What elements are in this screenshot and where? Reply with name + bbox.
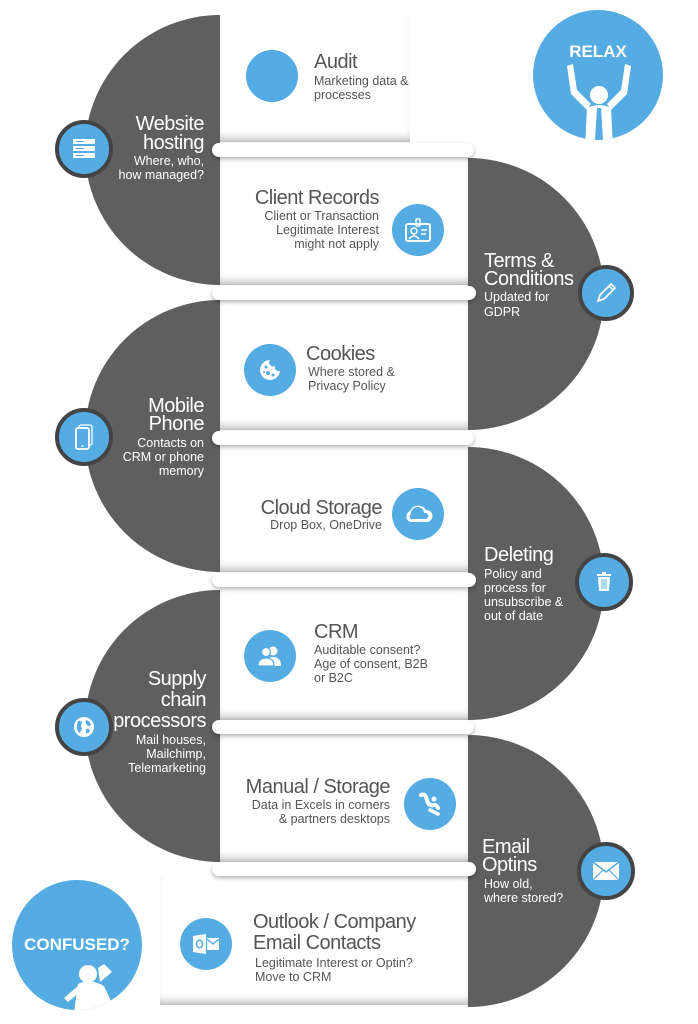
client-records-title: Client Records <box>254 187 380 209</box>
mobile-phone-title-2: Phone <box>148 413 205 435</box>
mobile-phone-title-1: Mobile <box>148 395 204 417</box>
supply-chain-title-2: chain <box>160 689 207 711</box>
terms-line-1: Updated for <box>484 290 550 304</box>
audit-title: Audit <box>314 51 358 73</box>
website-hosting-line-2: how managed? <box>118 168 204 182</box>
manual-storage-title: Manual / Storage <box>245 776 391 798</box>
cookies-line-2: Privacy Policy <box>308 379 386 393</box>
server-icon <box>73 139 95 158</box>
terms-title-2: Conditions <box>484 268 574 290</box>
relax-badge: RELAX <box>533 10 663 140</box>
deleting-line-2: process for <box>484 581 546 595</box>
cookies-icon-circle <box>244 344 296 396</box>
outlook-icon <box>193 934 220 954</box>
outlook-title-1: Outlook / Company <box>253 911 416 933</box>
manual-storage-line-2: & partners desktops <box>278 812 390 826</box>
mobile-phone-line-2: CRM or phone <box>122 450 204 464</box>
mobile-phone-line-3: memory <box>158 464 204 478</box>
deleting-line-3: unsubscribe & <box>484 595 564 609</box>
deleting-line-4: out of date <box>484 609 544 623</box>
crm-line-3: or B2C <box>314 671 353 685</box>
website-hosting-line-1: Where, who, <box>133 154 204 168</box>
id-badge-icon <box>405 218 431 242</box>
outlook-icon-circle <box>180 918 232 970</box>
connector-6 <box>212 862 476 876</box>
website-hosting-title-2: hosting <box>143 132 205 154</box>
manual-storage-icon-circle <box>404 778 456 830</box>
connector-3 <box>212 431 474 445</box>
confused-person-icon <box>64 964 116 1010</box>
email-optins-icon-circle <box>577 842 635 900</box>
chairs-icon <box>419 792 440 816</box>
website-hosting-icon-circle <box>55 120 113 178</box>
outlook-line-2: Move to CRM <box>255 970 332 984</box>
audit-line-1: Marketing data & <box>314 74 409 88</box>
cookie-icon <box>260 360 280 380</box>
email-optins-title-2: Optins <box>482 854 537 876</box>
audit-icon-circle <box>246 50 298 102</box>
supply-chain-icon-circle <box>55 698 113 756</box>
mobile-phone-line-1: Contacts on <box>137 436 204 450</box>
trash-icon <box>597 572 611 591</box>
deleting-line-1: Policy and <box>484 567 542 581</box>
deleting-title: Deleting <box>484 544 554 566</box>
confused-label: CONFUSED? <box>24 935 130 954</box>
audit-line-2: processes <box>314 88 371 102</box>
globe-icon <box>74 717 94 737</box>
mobile-phone-icon <box>75 424 93 450</box>
confused-badge: CONFUSED? <box>12 880 142 1010</box>
connector-4 <box>212 573 476 587</box>
supply-chain-line-1: Mail houses, <box>135 733 206 747</box>
email-optins-line-2: where stored? <box>484 891 564 905</box>
terms-line-2: GDPR <box>484 305 521 319</box>
client-records-line-1: Client or Transaction <box>264 209 379 223</box>
envelope-icon <box>592 861 620 881</box>
crm-title: CRM <box>314 621 359 643</box>
cloud-icon <box>406 505 433 522</box>
outlook-line-1: Legitimate Interest or Optin? <box>255 956 413 970</box>
supply-chain-title-1: Supply <box>147 668 207 690</box>
client-records-icon-circle <box>392 204 444 256</box>
deleting-icon-circle <box>575 553 633 611</box>
cloud-storage-line-1: Drop Box, OneDrive <box>270 518 382 532</box>
supply-chain-title-3: processors <box>113 710 206 732</box>
website-hosting-title-1: Website <box>135 113 205 135</box>
connector-1 <box>212 143 474 157</box>
client-records-line-2: Legitimate Interest <box>276 223 379 237</box>
supply-chain-line-2: Mailchimp, <box>146 747 206 761</box>
client-records-line-3: might not apply <box>294 237 379 251</box>
supply-chain-line-3: Telemarketing <box>128 761 206 775</box>
terms-title-1: Terms & <box>484 250 554 272</box>
manual-storage-line-1: Data in Excels in corners <box>251 798 390 812</box>
users-icon <box>257 646 281 667</box>
connector-2 <box>212 286 476 300</box>
crm-icon-circle <box>244 630 296 682</box>
mobile-phone-icon-circle <box>55 408 113 466</box>
cookies-line-1: Where stored & <box>308 365 395 379</box>
cheering-person-icon <box>567 64 631 140</box>
cloud-storage-icon-circle <box>392 488 444 540</box>
terms-icon-circle <box>578 265 634 321</box>
relax-label: RELAX <box>569 42 627 61</box>
crm-line-2: Age of consent, B2B <box>314 657 428 671</box>
email-optins-line-1: How old, <box>484 877 533 891</box>
pencil-icon <box>596 282 617 303</box>
outlook-title-2: Email Contacts <box>253 932 381 954</box>
cookies-title: Cookies <box>306 343 375 365</box>
email-optins-title-1: Email <box>482 836 530 858</box>
cloud-storage-title: Cloud Storage <box>260 497 383 519</box>
connector-5 <box>212 720 474 734</box>
crm-line-1: Auditable consent? <box>314 643 421 657</box>
